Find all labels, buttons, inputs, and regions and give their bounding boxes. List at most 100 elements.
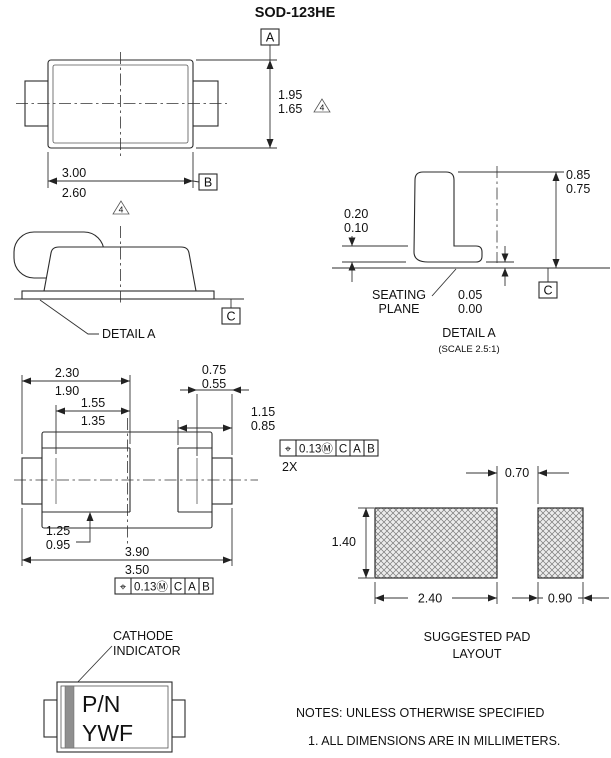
seating-plane-callout: SEATING PLANE xyxy=(372,268,457,316)
fcf-datum-3: B xyxy=(202,582,210,594)
datum-a-label: A xyxy=(266,31,275,45)
bottom-view: 2.30 1.90 1.55 1.35 0.75 0.55 xyxy=(14,363,379,595)
notes-block: NOTES: UNLESS OTHERWISE SPECIFIED 1. ALL… xyxy=(296,706,560,748)
datum-b-flag: B xyxy=(192,173,218,191)
side-view-leadframe xyxy=(21,290,215,300)
dim-pad1-width: 2.40 xyxy=(374,582,498,607)
pad-layout-caption-1: SUGGESTED PAD xyxy=(424,630,531,644)
dim-d6-max: 3.90 xyxy=(125,545,149,559)
dim-d5-max: 1.25 xyxy=(46,524,70,538)
dim-d6-min: 3.50 xyxy=(125,563,149,577)
fcf-datum-1: C xyxy=(339,444,347,456)
dim-cathode-terminal: 2.30 1.90 xyxy=(21,366,131,454)
dim-d1-max: 2.30 xyxy=(55,366,79,380)
position-symbol: ⌖ xyxy=(285,444,292,456)
dim-lead-thk-min: 0.10 xyxy=(344,221,368,235)
marking-right-lead xyxy=(171,699,186,738)
dim-body-width: 1.95 1.65 4 xyxy=(196,59,331,149)
dim-standoff-max: 0.05 xyxy=(458,288,482,302)
dim-overall-length: 3.90 3.50 xyxy=(21,508,233,577)
datum-c-flag-detail: C xyxy=(538,268,558,299)
dim-pad-width: 1.25 0.95 xyxy=(46,512,94,552)
marking-line-1: P/N xyxy=(82,691,120,717)
notes-header: NOTES: UNLESS OTHERWISE SPECIFIED xyxy=(296,706,544,720)
detail-a-scale: (SCALE 2.5:1) xyxy=(438,344,499,355)
seating-plane-label-1: SEATING xyxy=(372,288,426,302)
side-view-body xyxy=(43,246,197,292)
dim-standoff: 0.05 0.00 xyxy=(458,246,514,316)
dim-d3-max: 0.75 xyxy=(202,363,226,377)
dim-d1-min: 1.90 xyxy=(55,384,79,398)
dim-d4-max: 1.15 xyxy=(251,405,275,419)
dim-pad-gap: 0.70 xyxy=(466,466,569,504)
dim-body-length-min: 2.60 xyxy=(62,186,86,200)
cathode-indicator-bar xyxy=(64,685,75,749)
cathode-indicator-leader xyxy=(73,645,113,687)
position-symbol: ⌖ xyxy=(120,582,127,594)
dim-lead-thk-max: 0.20 xyxy=(344,207,368,221)
dim-pad2-w: 0.90 xyxy=(548,592,572,606)
datum-c-detail-label: C xyxy=(543,284,552,298)
datum-c-flag-side: C xyxy=(221,299,241,325)
fcf-tolerance: 0.13Ⓜ xyxy=(299,443,333,456)
detail-lead-profile xyxy=(413,171,483,263)
feature-control-frame-bottom: ⌖ 0.13Ⓜ C A B xyxy=(114,577,214,595)
dim-standoff-min: 0.00 xyxy=(458,302,482,316)
dim-pad2-width: 0.90 xyxy=(512,582,609,607)
marking-left-lead xyxy=(43,699,58,738)
detail-a-leader xyxy=(39,299,99,335)
datum-b-label: B xyxy=(204,176,212,190)
marking-body xyxy=(56,681,173,753)
dim-body-length: 3.00 2.60 4 xyxy=(47,152,194,215)
pad-layout: 0.70 1.40 2.40 xyxy=(332,466,609,661)
marking-body-inner xyxy=(60,685,169,749)
bottom-right-lead xyxy=(211,457,233,505)
dim-pad-height: 1.40 xyxy=(332,507,374,579)
fcf-tolerance: 0.13Ⓜ xyxy=(134,581,168,594)
dim-lead-ht-max: 0.85 xyxy=(566,168,590,182)
datum-a-flag: A xyxy=(260,28,280,60)
detail-a-view: 0.20 0.10 0.85 0.75 SEATING PLANE 0.05 0 xyxy=(332,166,610,355)
dim-cathode-pad: 1.55 1.35 xyxy=(55,396,130,454)
notes-item-1: 1. ALL DIMENSIONS ARE IN MILLIMETERS. xyxy=(308,734,560,748)
side-view: DETAIL A C xyxy=(13,226,244,341)
cathode-callout-1: CATHODE xyxy=(113,629,173,643)
top-view: 1.95 1.65 4 3.00 2.60 4 B xyxy=(16,52,331,215)
detail-a-title: DETAIL A xyxy=(442,326,496,340)
marking-diagram: CATHODE INDICATOR P/N YWF xyxy=(43,629,186,753)
dim-d2-min: 1.35 xyxy=(81,414,105,428)
revision-flag-4 xyxy=(112,200,130,215)
pad-large xyxy=(374,507,498,579)
dim-pad1-w: 2.40 xyxy=(418,592,442,606)
dim-body-width-min: 1.65 xyxy=(278,102,302,116)
feature-control-frame-top: ⌖ 0.13Ⓜ C A B xyxy=(279,439,379,457)
dim-d3-min: 0.55 xyxy=(202,377,226,391)
fcf-qty-label: 2X xyxy=(282,460,298,474)
dim-lead-height: 0.85 0.75 xyxy=(458,168,590,268)
pad-layout-caption-2: LAYOUT xyxy=(452,647,501,661)
fcf-datum-2: A xyxy=(188,582,196,594)
dim-d5-min: 0.95 xyxy=(46,538,70,552)
marking-line-2: YWF xyxy=(82,720,133,746)
dim-lead-thickness: 0.20 0.10 xyxy=(342,207,408,282)
dim-anode-terminal: 1.15 0.85 xyxy=(177,405,275,445)
detail-a-callout-label: DETAIL A xyxy=(102,327,156,341)
revision-flag-4 xyxy=(313,98,331,113)
dim-body-width-max: 1.95 xyxy=(278,88,302,102)
dim-gap: 0.70 xyxy=(505,466,529,480)
datum-c-side-label: C xyxy=(226,310,235,324)
bottom-left-lead xyxy=(21,457,43,505)
fcf-datum-2: A xyxy=(353,444,361,456)
seating-plane-label-2: PLANE xyxy=(379,302,420,316)
revision-flag-4-label: 4 xyxy=(320,103,325,113)
page-title: SOD-123HE xyxy=(255,5,336,21)
dim-d2-max: 1.55 xyxy=(81,396,105,410)
fcf-datum-3: B xyxy=(367,444,375,456)
dim-height: 1.40 xyxy=(332,535,356,549)
revision-flag-4-label: 4 xyxy=(119,205,124,215)
fcf-datum-1: C xyxy=(174,582,182,594)
dim-d4-min: 0.85 xyxy=(251,419,275,433)
dim-anode-tab: 0.75 0.55 xyxy=(180,363,249,456)
dim-body-length-max: 3.00 xyxy=(62,166,86,180)
